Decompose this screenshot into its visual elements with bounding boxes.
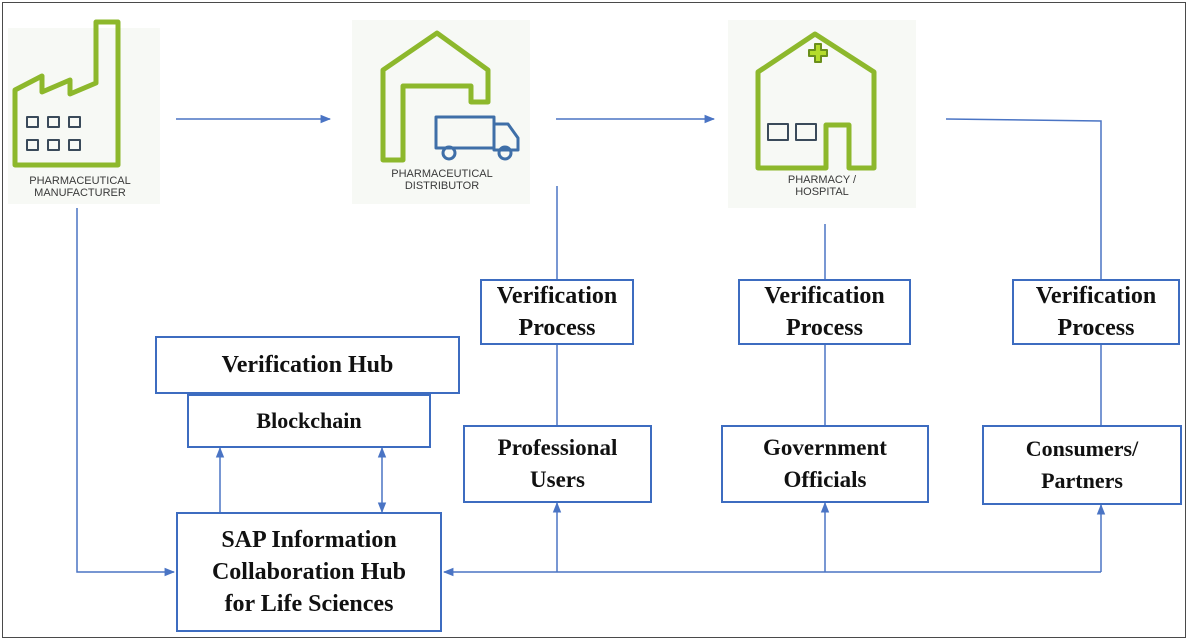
- sap-hub-box: SAP Information Collaboration Hub for Li…: [176, 512, 442, 632]
- blockchain-box: Blockchain: [187, 394, 431, 448]
- warehouse-truck-icon: [380, 30, 520, 163]
- verification-label-distributor: Verification Process: [496, 283, 618, 341]
- verification-label-pharmacy: Verification Process: [764, 283, 885, 341]
- consumers-partners-box: Consumers/ Partners: [982, 425, 1182, 505]
- verification-box-pharmacy: Verification Process: [738, 279, 911, 345]
- hospital-cross-icon: [755, 31, 877, 171]
- sap-hub-label: SAP Information Collaboration Hub for Li…: [211, 527, 407, 617]
- verification-hub-box: Verification Hub: [155, 336, 460, 394]
- verification-box-distributor: Verification Process: [480, 279, 634, 345]
- government-officials-label: Government Officials: [763, 435, 887, 492]
- verification-label-consumer: Verification Process: [1035, 283, 1157, 341]
- distributor-label: PHARMACEUTICAL DISTRIBUTOR: [391, 168, 493, 192]
- blockchain-label: Blockchain: [256, 408, 362, 433]
- professional-users-box: Professional Users: [463, 425, 652, 503]
- pharmacy-label: PHARMACY / HOSPITAL: [787, 174, 857, 198]
- factory-icon: [12, 19, 121, 168]
- consumers-partners-label: Consumers/ Partners: [1025, 436, 1139, 493]
- government-officials-box: Government Officials: [721, 425, 929, 503]
- verification-box-consumer: Verification Process: [1012, 279, 1180, 345]
- professional-users-label: Professional Users: [497, 435, 618, 492]
- manufacturer-label: PHARMACEUTICAL MANUFACTURER: [29, 175, 131, 199]
- verification-hub-label: Verification Hub: [221, 352, 394, 378]
